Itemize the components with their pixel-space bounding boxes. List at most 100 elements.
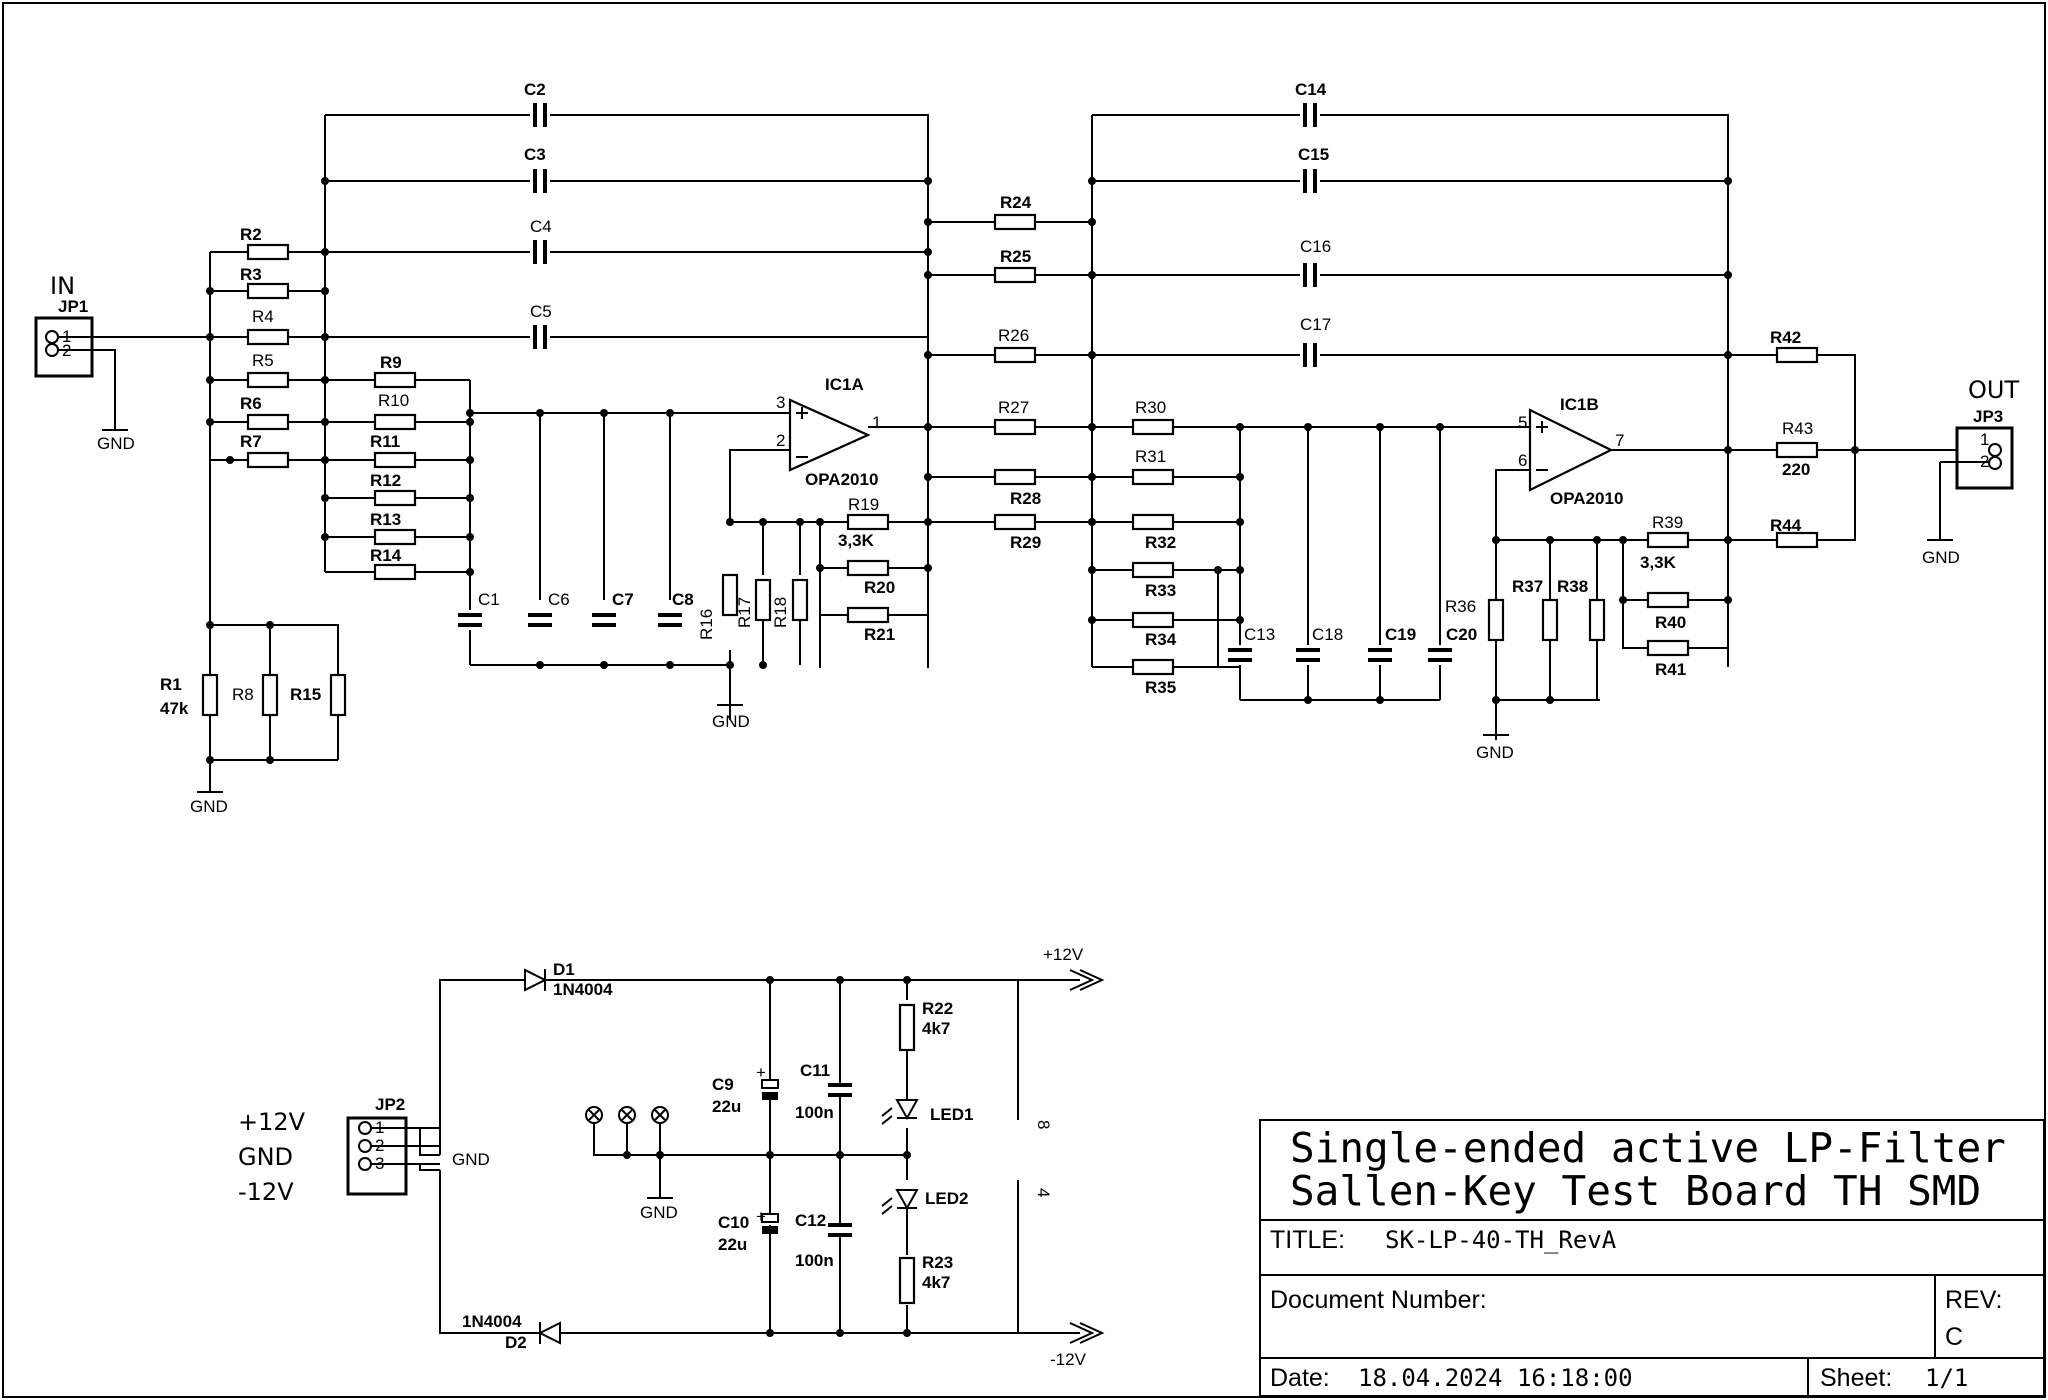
label-jp3-pin2: 2: [1980, 452, 1989, 471]
label-r26: R26: [998, 326, 1029, 345]
label-c9-plus: +: [756, 1063, 766, 1082]
label-r22: R22: [922, 999, 953, 1018]
label-jp2: JP2: [375, 1095, 405, 1114]
label-r33: R33: [1145, 581, 1176, 600]
rev-value: C: [1945, 1323, 1963, 1351]
label-d1: D1: [553, 960, 575, 979]
label-r13: R13: [370, 510, 401, 529]
label-gnd-r1: GND: [190, 797, 228, 816]
sheet-label: Sheet:: [1820, 1364, 1892, 1392]
label-r35: R35: [1145, 678, 1176, 697]
label-r27: R27: [998, 398, 1029, 417]
title-line-2: Sallen-Key Test Board TH SMD: [1290, 1167, 1981, 1215]
opamp-ic1a: [760, 398, 871, 472]
led-1: [881, 1099, 919, 1125]
label-r10: R10: [378, 391, 409, 410]
resistor-r23: [898, 1256, 916, 1305]
label-c10: C10: [718, 1213, 749, 1232]
label-c3: C3: [524, 145, 546, 164]
sheet-value: 1/1: [1925, 1364, 1968, 1392]
label-r11: R11: [370, 432, 400, 451]
label-r43: R43: [1782, 419, 1813, 438]
connector-jp1: [34, 316, 115, 378]
label-r31: R31: [1135, 447, 1166, 466]
label-r7: R7: [240, 432, 262, 451]
label-ic1b-pin5: 5: [1518, 413, 1527, 432]
label-c1: C1: [478, 590, 500, 609]
label-r22-value: 4k7: [922, 1019, 950, 1038]
label-c10-plus: +: [756, 1207, 766, 1226]
label-c10-value: 22u: [718, 1235, 747, 1254]
labels: IN JP1 1 2 GND OUT JP3 1 2 GND R2 R3 R4 …: [50, 80, 2019, 1369]
label-ic1b-pin7: 7: [1615, 431, 1624, 450]
label-ic1a-part: OPA2010: [805, 470, 878, 489]
label-r14: R14: [370, 546, 402, 565]
power-wires: [388, 979, 1080, 1334]
label-jp3-pin1: 1: [1980, 430, 1989, 449]
date-label: Date:: [1270, 1364, 1330, 1392]
title-block: Single-ended active LP-Filter Sallen-Key…: [1259, 1119, 2045, 1397]
label-r3: R3: [240, 265, 262, 284]
capacitor-c11: [826, 1083, 854, 1097]
label-d2-value: 1N4004: [462, 1312, 522, 1331]
label-jp2-pin2: 2: [375, 1136, 384, 1155]
power-arrows: [1069, 969, 1105, 1344]
label-r1: R1: [160, 675, 182, 694]
label-out: OUT: [1968, 376, 2019, 404]
label-in: IN: [50, 272, 75, 300]
label-r42: R42: [1770, 328, 1801, 347]
label-c11-value: 100n: [795, 1103, 834, 1122]
label-c11: C11: [800, 1061, 830, 1080]
label-jp1: JP1: [58, 297, 88, 316]
ground-symbols: [101, 425, 1954, 1199]
label-c20: C20: [1446, 625, 1477, 644]
label-r6: R6: [240, 394, 262, 413]
label-d1-value: 1N4004: [553, 980, 613, 999]
connector-jp2: [346, 1116, 440, 1196]
label-r39-value: 3,3K: [1640, 553, 1677, 572]
label-jp2-pin3: 3: [375, 1154, 384, 1173]
label-jp2-pin1: 1: [375, 1118, 384, 1137]
label-c8: C8: [672, 590, 694, 609]
label-gnd-jp1: GND: [97, 434, 135, 453]
label-r34: R34: [1145, 630, 1177, 649]
label-gnd-tp: GND: [640, 1203, 678, 1222]
label-r36: R36: [1445, 597, 1476, 616]
power-junction-dots: [623, 976, 911, 1337]
label-jp2-gnd: GND: [452, 1150, 490, 1169]
label-pin4: 4: [1034, 1188, 1053, 1197]
label-rail-pos: +12V: [1043, 945, 1084, 964]
label-r24: R24: [1000, 193, 1032, 212]
label-r30: R30: [1135, 398, 1166, 417]
capacitor-c9: [761, 1079, 779, 1100]
label-rail-neg: -12V: [1050, 1350, 1087, 1369]
date-value: 18.04.2024 16:18:00: [1358, 1364, 1633, 1392]
label-ic1b: IC1B: [1560, 395, 1599, 414]
label-r8: R8: [232, 685, 254, 704]
label-r16: R16: [697, 609, 716, 640]
label-ic1a-pin1: 1: [872, 413, 881, 432]
label-c7: C7: [612, 590, 634, 609]
label-c2: C2: [524, 80, 546, 99]
label-r9: R9: [380, 353, 402, 372]
resistor-r22: [898, 1003, 916, 1052]
label-gnd-jp3: GND: [1922, 548, 1960, 567]
label-r17: R17: [735, 597, 754, 628]
label-power-gnd: GND: [238, 1143, 293, 1171]
label-c13: C13: [1244, 625, 1275, 644]
label-led1: LED1: [930, 1105, 973, 1124]
diode-d2: [537, 1321, 561, 1345]
label-gnd-r36: GND: [1476, 743, 1514, 762]
connector-jp3: [1940, 426, 2014, 490]
label-c9-value: 22u: [712, 1097, 741, 1116]
label-r29: R29: [1010, 533, 1041, 552]
label-r1-value: 47k: [160, 699, 189, 718]
label-c12: C12: [795, 1211, 826, 1230]
label-r2: R2: [240, 225, 262, 244]
label-c15: C15: [1298, 145, 1329, 164]
label-c14: C14: [1295, 80, 1327, 99]
label-c6: C6: [548, 590, 570, 609]
capacitor-c10: [761, 1213, 779, 1234]
label-r28: R28: [1010, 489, 1041, 508]
title-line-1: Single-ended active LP-Filter: [1290, 1124, 2006, 1172]
